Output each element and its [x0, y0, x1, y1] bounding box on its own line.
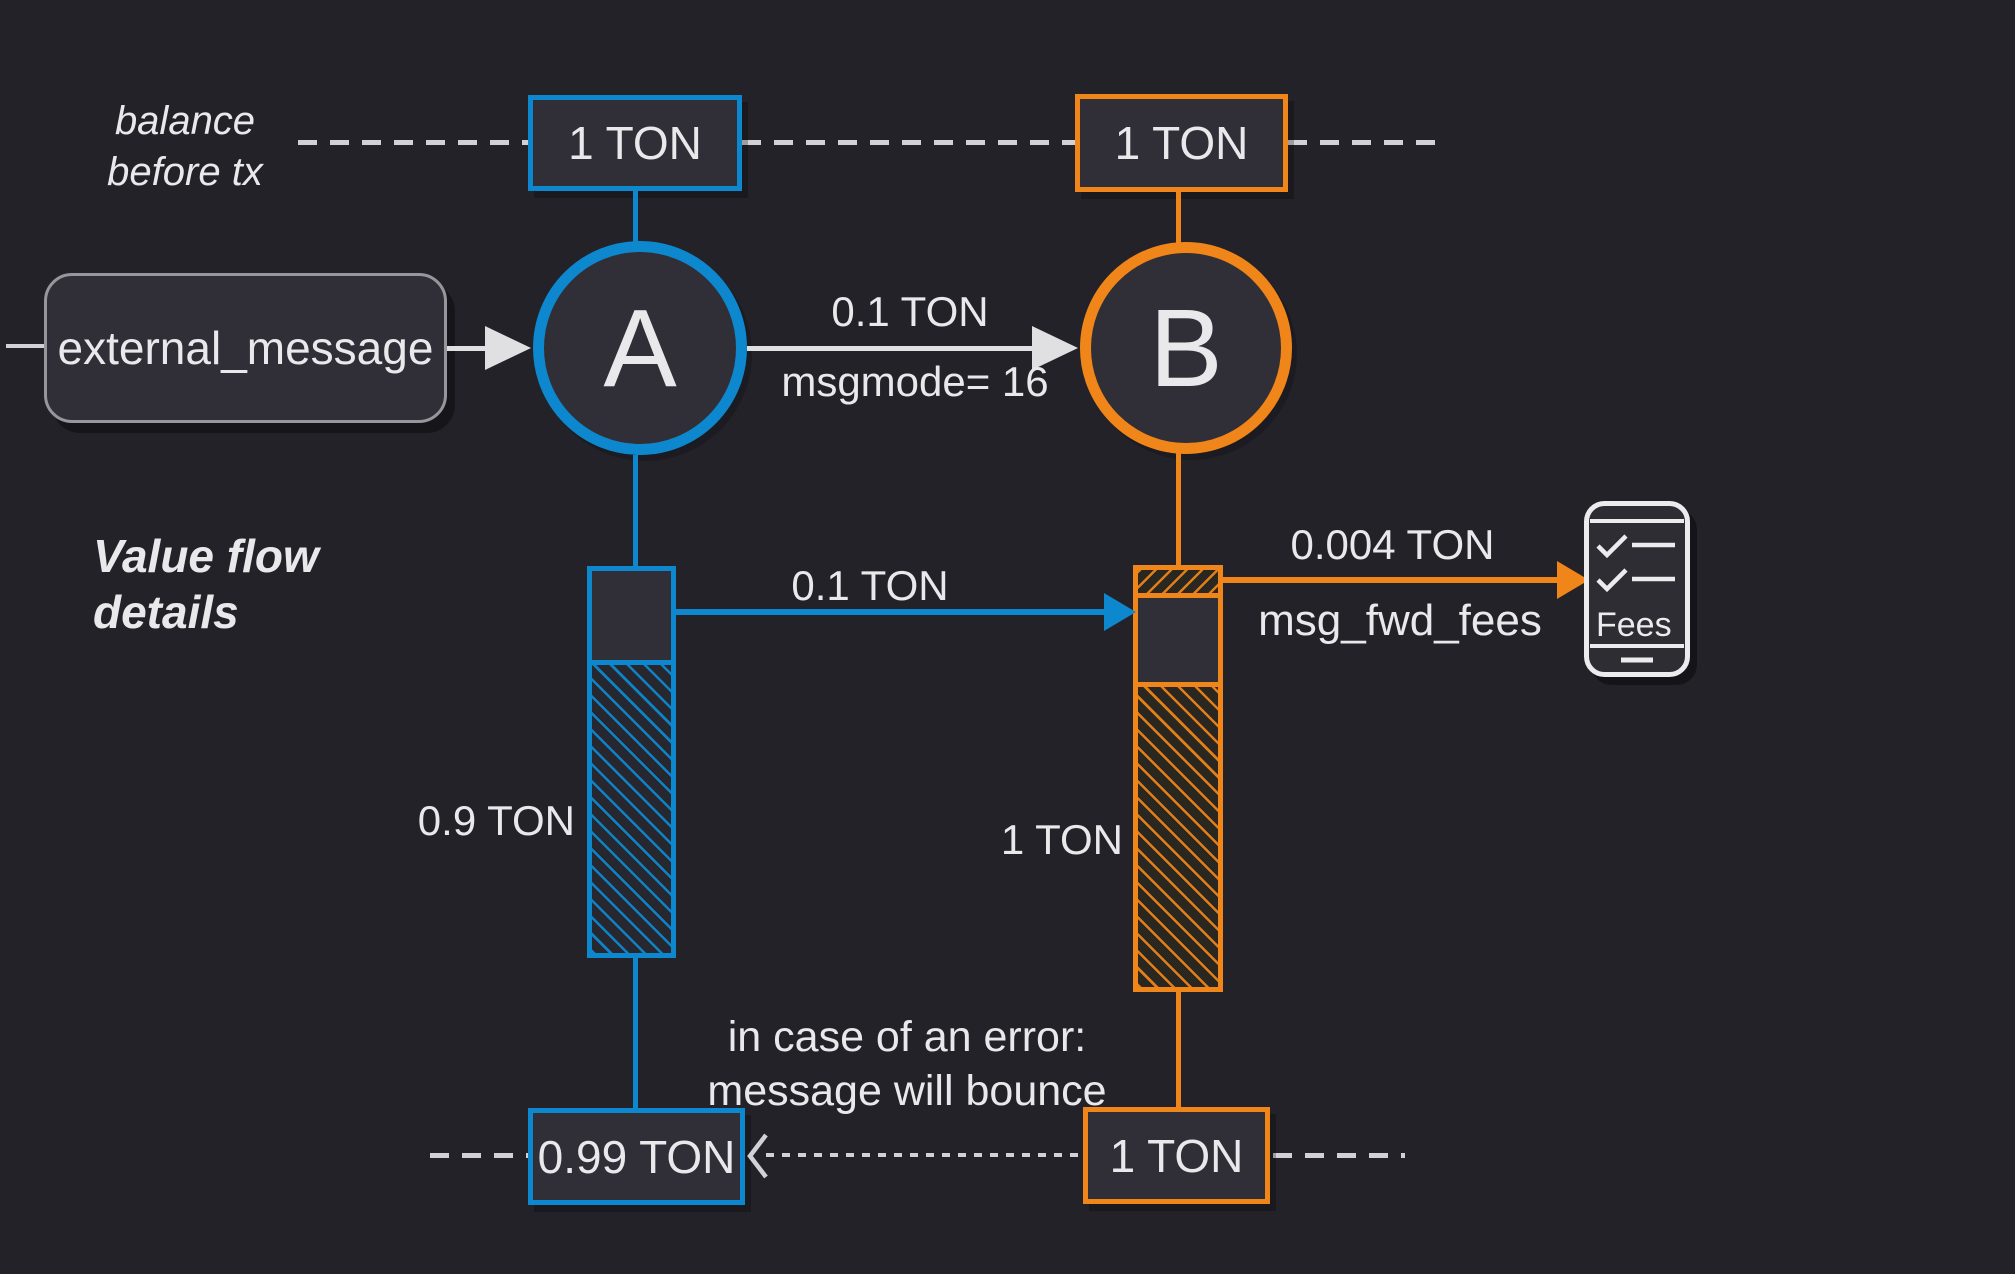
account-a-balance-before-value: 1 TON: [568, 117, 702, 169]
connector-a-circle-to-bar: [633, 455, 638, 566]
account-a-balance-after-box: 0.99 TON: [528, 1108, 745, 1205]
account-b-balance-after-box: 1 TON: [1083, 1107, 1270, 1204]
external-message-box: external_message: [44, 273, 447, 423]
a-to-b-arrowhead-icon: [1032, 326, 1078, 370]
bounce-note-label: in case of an error: message will bounce: [707, 1013, 1107, 1116]
a-to-b-msgmode-label: msgmode= 16: [781, 358, 1049, 405]
connector-b-box-to-circle: [1176, 192, 1181, 244]
account-a-sent-segment: [592, 571, 671, 660]
value-flow-arrow-line: [676, 609, 1108, 615]
external-message-lead-line: [6, 344, 44, 348]
connector-a-bar-to-result: [633, 958, 638, 1110]
account-b-letter: B: [1149, 286, 1223, 410]
top-dashed-line-left: [298, 140, 528, 145]
account-b-balance-before-value: 1 TON: [1114, 117, 1249, 169]
top-dashed-line-middle: [742, 140, 1075, 145]
account-a-kept-amount-label: 0.9 TON: [417, 797, 575, 844]
a-to-b-amount-label: 0.1 TON: [831, 288, 989, 335]
connector-b-bar-to-result: [1176, 992, 1181, 1109]
external-message-arrowhead-icon: [485, 326, 531, 370]
bounce-dotted-line: [766, 1153, 1083, 1157]
fees-arrowhead-icon: [1557, 561, 1589, 599]
account-b-kept-segment: [1138, 682, 1218, 987]
account-b-received-segment: [1138, 593, 1218, 682]
external-message-arrow-line: [447, 346, 487, 351]
external-message-label: external_message: [57, 322, 434, 374]
fees-phone-icon: Fees: [1583, 500, 1691, 683]
value-flow-details-label: Value flow details: [93, 530, 319, 639]
fees-amount-label: 0.004 TON: [1290, 521, 1495, 568]
account-a-balance-before-box: 1 TON: [528, 95, 742, 191]
account-a-balance-after-value: 0.99 TON: [537, 1130, 736, 1183]
account-b-balance-before-box: 1 TON: [1075, 94, 1288, 192]
account-a-circle: A: [533, 241, 747, 455]
bottom-dashed-line-right: [1273, 1153, 1405, 1158]
account-b-circle: B: [1080, 242, 1292, 454]
account-a-letter: A: [603, 286, 677, 410]
bounce-arrowhead-icon: [745, 1131, 771, 1181]
top-dashed-line-right: [1288, 140, 1445, 145]
account-a-kept-segment: [592, 660, 671, 953]
connector-a-box-to-circle: [633, 191, 638, 243]
account-b-kept-amount-label: 1 TON: [1000, 816, 1123, 863]
account-b-balance-after-value: 1 TON: [1109, 1129, 1244, 1182]
connector-b-circle-to-bar: [1176, 453, 1181, 565]
value-flow-amount-label: 0.1 TON: [791, 562, 949, 609]
account-b-fees-segment: [1138, 570, 1218, 593]
value-flow-arrowhead-icon: [1104, 593, 1136, 631]
fees-icon-label: Fees: [1596, 606, 1672, 644]
fees-name-label: msg_fwd_fees: [1258, 596, 1542, 645]
bottom-dashed-line-left: [430, 1153, 528, 1158]
account-b-value-bar: [1133, 565, 1223, 992]
balance-before-tx-label: balance before tx: [107, 99, 263, 195]
account-a-value-bar: [587, 566, 676, 958]
a-to-b-arrow-line: [747, 346, 1032, 351]
fees-arrow-line: [1223, 577, 1559, 583]
